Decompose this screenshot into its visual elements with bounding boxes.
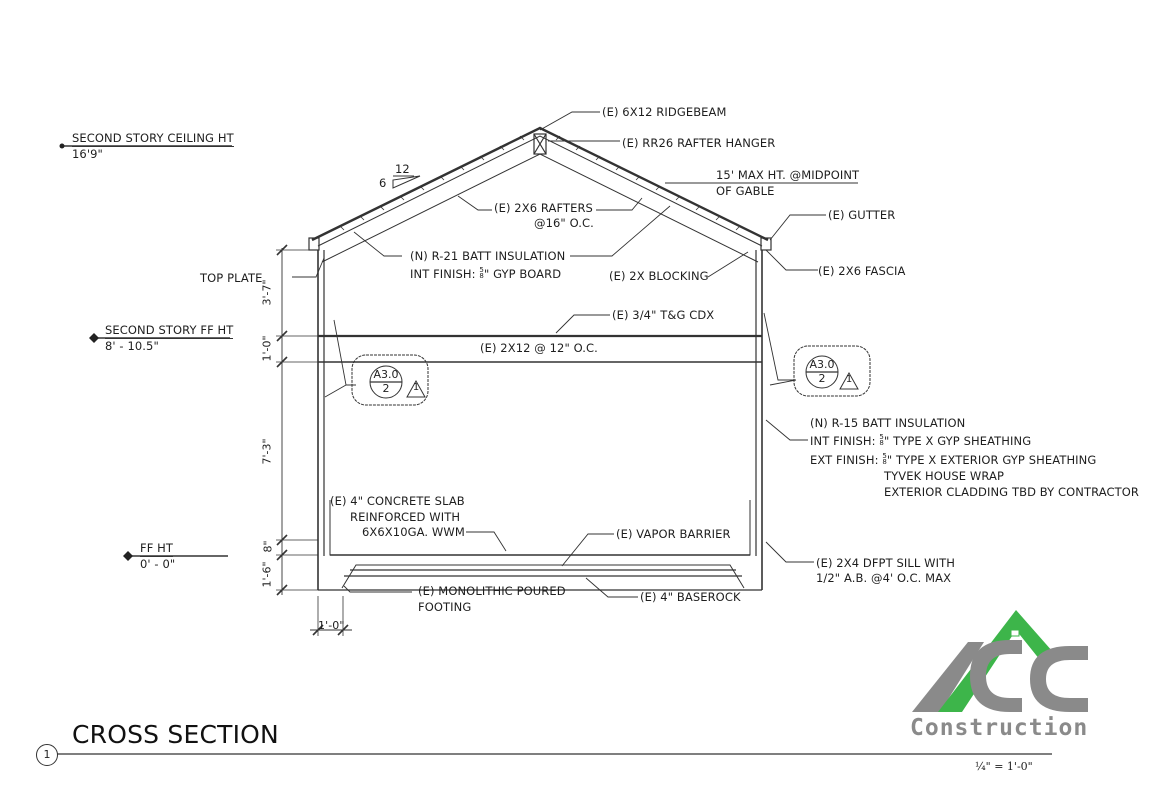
detail-tag-right-detail: 2 <box>818 372 826 385</box>
callout-floor-joists: (E) 2X12 @ 12" O.C. <box>480 341 598 355</box>
callout-sill-1: (E) 2X4 DFPT SILL WITH <box>816 556 955 570</box>
callout-house-wrap: TYVEK HOUSE WRAP <box>884 469 1005 483</box>
pitch-run: 12 <box>395 162 410 176</box>
revision-tag-right: 1 <box>845 374 853 385</box>
dim-1-6: 1'-6" <box>260 561 274 588</box>
logo-wordmark: Construction <box>910 715 1089 741</box>
callout-max-height-1: 15' MAX HT. @MIDPOINT <box>716 168 860 182</box>
callout-footing-1: (E) MONOLITHIC POURED <box>418 584 566 598</box>
roof-outer-line <box>311 126 769 242</box>
level-second-story-ceiling: SECOND STORY CEILING HT <box>72 131 234 147</box>
level-second-story-ceiling-value: 16'9" <box>72 147 103 161</box>
callout-max-height-2: OF GABLE <box>716 184 775 198</box>
callout-tg-cdx: (E) 3/4" T&G CDX <box>612 308 715 322</box>
callout-vapor-barrier: (E) VAPOR BARRIER <box>616 527 731 541</box>
dim-7-3: 7'-3" <box>260 438 274 465</box>
drawing-scale: ¼" = 1'-0" <box>975 760 1033 773</box>
callout-slab-2: REINFORCED WITH <box>350 510 461 524</box>
callout-gutter: (E) GUTTER <box>828 208 896 222</box>
ridge-beam <box>533 133 547 155</box>
callout-top-plate: TOP PLATE <box>200 271 263 285</box>
detail-tag-right-sheet: A3.0 <box>809 358 835 371</box>
callout-rafters-1: (E) 2X6 RAFTERS <box>494 201 593 215</box>
callout-slab-3: 6X6X10GA. WWM <box>362 525 465 539</box>
detail-tag-left-detail: 2 <box>382 382 390 395</box>
acc-logo <box>912 610 1088 712</box>
callout-rafter-hanger: (E) RR26 RAFTER HANGER <box>622 136 776 150</box>
detail-tag-left-sheet: A3.0 <box>373 368 399 381</box>
callout-baserock: (E) 4" BASEROCK <box>640 590 741 604</box>
pitch-rise: 6 <box>379 176 387 190</box>
level-ff: FF HT <box>140 541 174 557</box>
level-second-story-ff: SECOND STORY FF HT <box>105 323 234 339</box>
callout-sill-2: 1/2" A.B. @4' O.C. MAX <box>816 571 952 585</box>
callout-slab-1: (E) 4" CONCRETE SLAB <box>330 494 465 508</box>
callout-footing-2: FOOTING <box>418 600 472 614</box>
dim-1-0: 1'-0" <box>260 335 274 362</box>
callout-ridgebeam: (E) 6X12 RIDGEBEAM <box>602 105 727 119</box>
level-second-story-ff-value: 8' - 10.5" <box>105 339 159 353</box>
level-ff-value: 0' - 0" <box>140 557 176 571</box>
callout-batt-r15: (N) R-15 BATT INSULATION <box>810 416 966 430</box>
revision-tag-left: 1 <box>412 382 420 393</box>
callout-batt-r21: (N) R-21 BATT INSULATION <box>410 249 566 263</box>
dim-footing-width: 1'-0" <box>318 619 345 632</box>
callout-rafters-2: @16" O.C. <box>534 216 594 230</box>
detail-number-bubble: 1 <box>36 744 58 766</box>
dim-8: 8" <box>261 540 275 553</box>
callout-cladding: EXTERIOR CLADDING TBD BY CONTRACTOR <box>884 485 1140 499</box>
callout-blocking: (E) 2X BLOCKING <box>609 269 709 283</box>
callout-fascia: (E) 2X6 FASCIA <box>818 264 906 278</box>
dim-3-7: 3'-7" <box>260 279 274 306</box>
drawing-title: CROSS SECTION <box>72 720 279 749</box>
